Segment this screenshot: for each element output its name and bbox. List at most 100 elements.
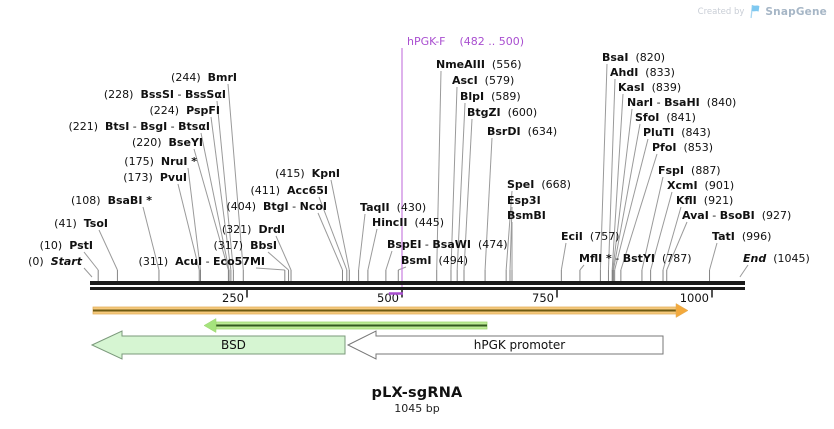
leader-line-end [739, 264, 749, 278]
leader-line-xcmi [650, 191, 673, 271]
enzyme-label-bsmi: BsmI (494) [401, 254, 468, 267]
enzyme-label-pvui: (173) PvuI [123, 171, 187, 184]
leader-line-ahdi [607, 78, 616, 271]
enzyme-label-kfli: KflI (921) [676, 194, 733, 207]
leader-line-mflibstyi [579, 264, 585, 271]
leader-line-btgzi [463, 118, 473, 271]
enzyme-label-sfoi: SfoI (841) [635, 111, 696, 124]
enzyme-label-avaibsobi: AvaI - BsoBI (927) [682, 209, 791, 222]
enzyme-label-psti: (10) PstI [40, 239, 93, 252]
enzyme-label-ahdi: AhdI (833) [610, 66, 675, 79]
leader-line-tati [709, 242, 718, 271]
enzyme-label-nmeaiii: NmeAIII (556) [436, 58, 522, 71]
leader-line-bspeibsawi [385, 250, 393, 271]
enzyme-label-bsai: BsaI (820) [602, 51, 665, 64]
leader-line-pspfi [210, 116, 232, 271]
leader-line-sfoi [612, 123, 641, 271]
leader-line-bseyi [193, 148, 229, 271]
enzyme-label-tsoi: (41) TsoI [54, 217, 108, 230]
feature-hpgk-promoter-arrow [346, 330, 664, 360]
leader-line-psti [83, 251, 99, 271]
enzyme-label-bsssibsssi: (228) BssSI - BssSαI [104, 88, 226, 101]
enzyme-label-bmri: (244) BmrI [171, 71, 237, 84]
enzyme-label-start: (0) Start [28, 255, 83, 268]
enzyme-label-mflibstyi: MflI * - BstYI (787) [579, 252, 692, 265]
enzyme-label-pspfi: (224) PspFI [150, 104, 220, 117]
leader-line-nrui [187, 167, 201, 271]
enzyme-label-bsrdi: BsrDI (634) [487, 125, 557, 138]
ruler-label-250: 250 [222, 291, 244, 305]
enzyme-label-ecii: EciI (757) [561, 230, 619, 243]
leader-line-esp3i [509, 206, 513, 271]
leader-line-tsoi [98, 229, 118, 271]
leader-line-pfoi [620, 153, 658, 271]
feature-bsd-cds-arrow [90, 330, 346, 360]
enzyme-label-taqii: TaqII (430) [360, 201, 426, 214]
enzyme-label-kpni: (415) KpnI [275, 167, 340, 180]
leader-line-bsai [599, 63, 608, 271]
enzyme-label-bsabi: (108) BsaBI * [71, 194, 152, 207]
enzyme-label-btgincoi: (404) BtgI - NcoI [226, 200, 327, 213]
leader-line-spei [505, 190, 513, 271]
feature-orange-span-arrow-head [675, 303, 689, 318]
enzyme-label-btsibsgibtsi: (221) BtsI - BsgI - BtsαI [68, 120, 210, 133]
enzyme-label-fspi: FspI (887) [658, 164, 721, 177]
leader-line-bmri [227, 83, 244, 271]
ruler-label-750: 750 [532, 291, 554, 305]
leader-line-taqii [358, 213, 366, 271]
leader-line-fspi [641, 176, 664, 271]
feature-hpgk-promoter-label: hPGK promoter [474, 338, 566, 352]
leader-line-bsrdi [484, 137, 493, 271]
enzyme-label-bseyi: (220) BseYI [132, 136, 203, 149]
leader-line-blpi [456, 102, 466, 271]
enzyme-label-tati: TatI (996) [712, 230, 771, 243]
enzyme-label-blpi: BlpI (589) [460, 90, 521, 103]
backbone-line-top [90, 281, 745, 285]
enzyme-label-asci: AscI (579) [452, 74, 514, 87]
leader-line-drdi [275, 235, 292, 271]
leader-line-naribsahi [612, 108, 633, 271]
snapgene-logo-icon [750, 4, 760, 19]
leader-line-kfli [662, 206, 682, 271]
enzyme-label-nrui: (175) NruI * [124, 155, 197, 168]
enzyme-label-xcmi: XcmI (901) [667, 179, 734, 192]
leader-line-hincii [367, 228, 378, 271]
leader-line-avaibsobi [666, 221, 688, 271]
leader-line-kpni [330, 179, 350, 271]
leader-line-kasi [611, 93, 624, 271]
enzyme-label-spei: SpeI (668) [507, 178, 571, 191]
leader-line-ecii [560, 242, 567, 271]
primer-label: hPGK-F(482 .. 500) [407, 35, 524, 48]
watermark-created-by: Created by [697, 6, 745, 17]
leader-line-acuieco57mi [255, 267, 285, 271]
enzyme-label-pluti: PluTI (843) [643, 126, 711, 139]
feature-green-span-arrow-head [203, 318, 217, 333]
leader-line-btgincoi [317, 212, 343, 271]
leader-line-asci [450, 86, 458, 271]
enzyme-label-kasi: KasI (839) [618, 81, 681, 94]
enzyme-label-btgzi: BtgZI (600) [467, 106, 537, 119]
enzyme-label-acuieco57mi: (311) AcuI - Eco57MI [139, 255, 265, 268]
enzyme-label-pfoi: PfoI (853) [652, 141, 713, 154]
enzyme-label-hincii: HincII (445) [372, 216, 444, 229]
enzyme-label-drdi: (321) DrdI [222, 223, 285, 236]
enzyme-label-bsmbi: BsmBI [507, 209, 546, 222]
leader-line-acc65i [318, 196, 348, 271]
feature-bsd-cds-label: BSD [221, 338, 246, 352]
ruler-label-1000: 1000 [680, 291, 709, 305]
leader-line-nmeaiii [436, 70, 442, 271]
enzyme-label-naribsahi: NarI - BsaHI (840) [627, 96, 736, 109]
leader-line-pluti [614, 138, 649, 271]
watermark: Created by SnapGene [698, 4, 827, 19]
leader-line-bsssibsssi [216, 100, 234, 271]
enzyme-label-esp3i: Esp3I [507, 194, 541, 207]
enzyme-label-end: End (1045) [743, 252, 810, 265]
leader-line-pvui [177, 183, 200, 271]
leader-line-bsabi [142, 206, 160, 271]
enzyme-label-bspeibsawi: BspEI - BsaWI (474) [387, 238, 508, 251]
leader-line-btsibsgibtsi [200, 132, 230, 271]
leader-line-start [83, 267, 93, 278]
watermark-brand: SnapGene [765, 5, 827, 18]
